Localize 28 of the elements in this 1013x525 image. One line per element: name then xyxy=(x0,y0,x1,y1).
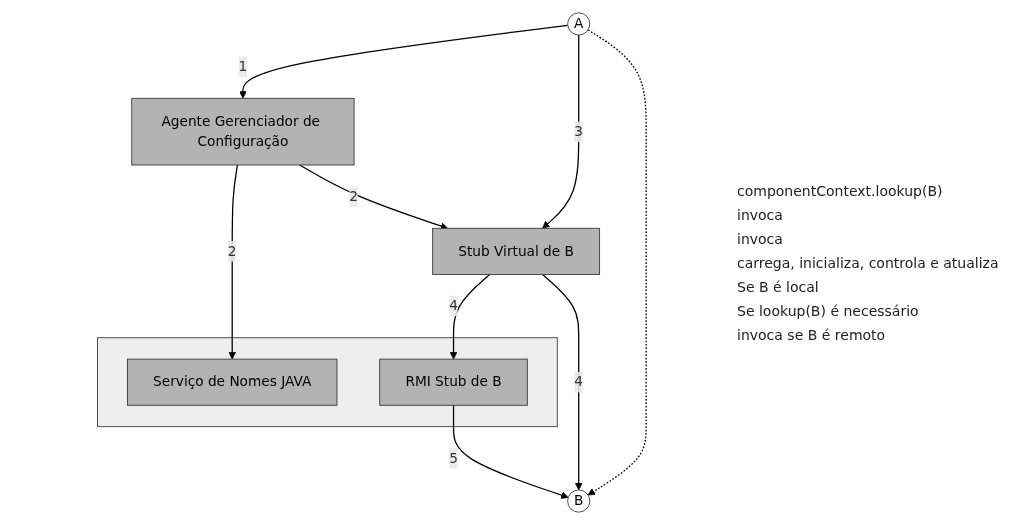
node-box: Agente Gerenciador de Configuração xyxy=(131,97,355,166)
note-text: invoca xyxy=(737,230,784,247)
note-text: Se B é local xyxy=(737,278,820,295)
edge-label: 4 xyxy=(574,373,583,390)
note-text: carrega, inicializa, controla e atualiza xyxy=(737,254,1000,271)
node-box: Stub Virtual de B xyxy=(431,227,600,275)
edge-label: 4 xyxy=(448,297,458,314)
edge-label: 2 xyxy=(227,242,237,260)
note-text: Se lookup(B) é necessário xyxy=(737,302,920,319)
edge-label: 3 xyxy=(574,123,583,140)
note-text: invoca se B é remoto xyxy=(737,326,887,343)
edge-label: 1 xyxy=(238,58,247,75)
arrow xyxy=(238,24,569,99)
edge-label: 5 xyxy=(448,449,458,466)
arrow xyxy=(449,273,491,360)
arrow xyxy=(452,404,569,499)
node-circle: A xyxy=(566,12,590,36)
cluster xyxy=(96,337,558,428)
node-circle: B xyxy=(566,489,590,513)
arrow xyxy=(541,34,580,229)
note-text: invoca xyxy=(737,206,784,223)
note-text: componentContext.lookup(B) xyxy=(737,182,944,199)
edge-label: 2 xyxy=(348,188,358,205)
arrow xyxy=(228,164,238,360)
arrow xyxy=(587,29,647,496)
arrow xyxy=(541,273,583,491)
node-box: RMI Stub de B xyxy=(379,358,528,406)
node-box: Serviço de Nomes JAVA xyxy=(126,358,338,406)
